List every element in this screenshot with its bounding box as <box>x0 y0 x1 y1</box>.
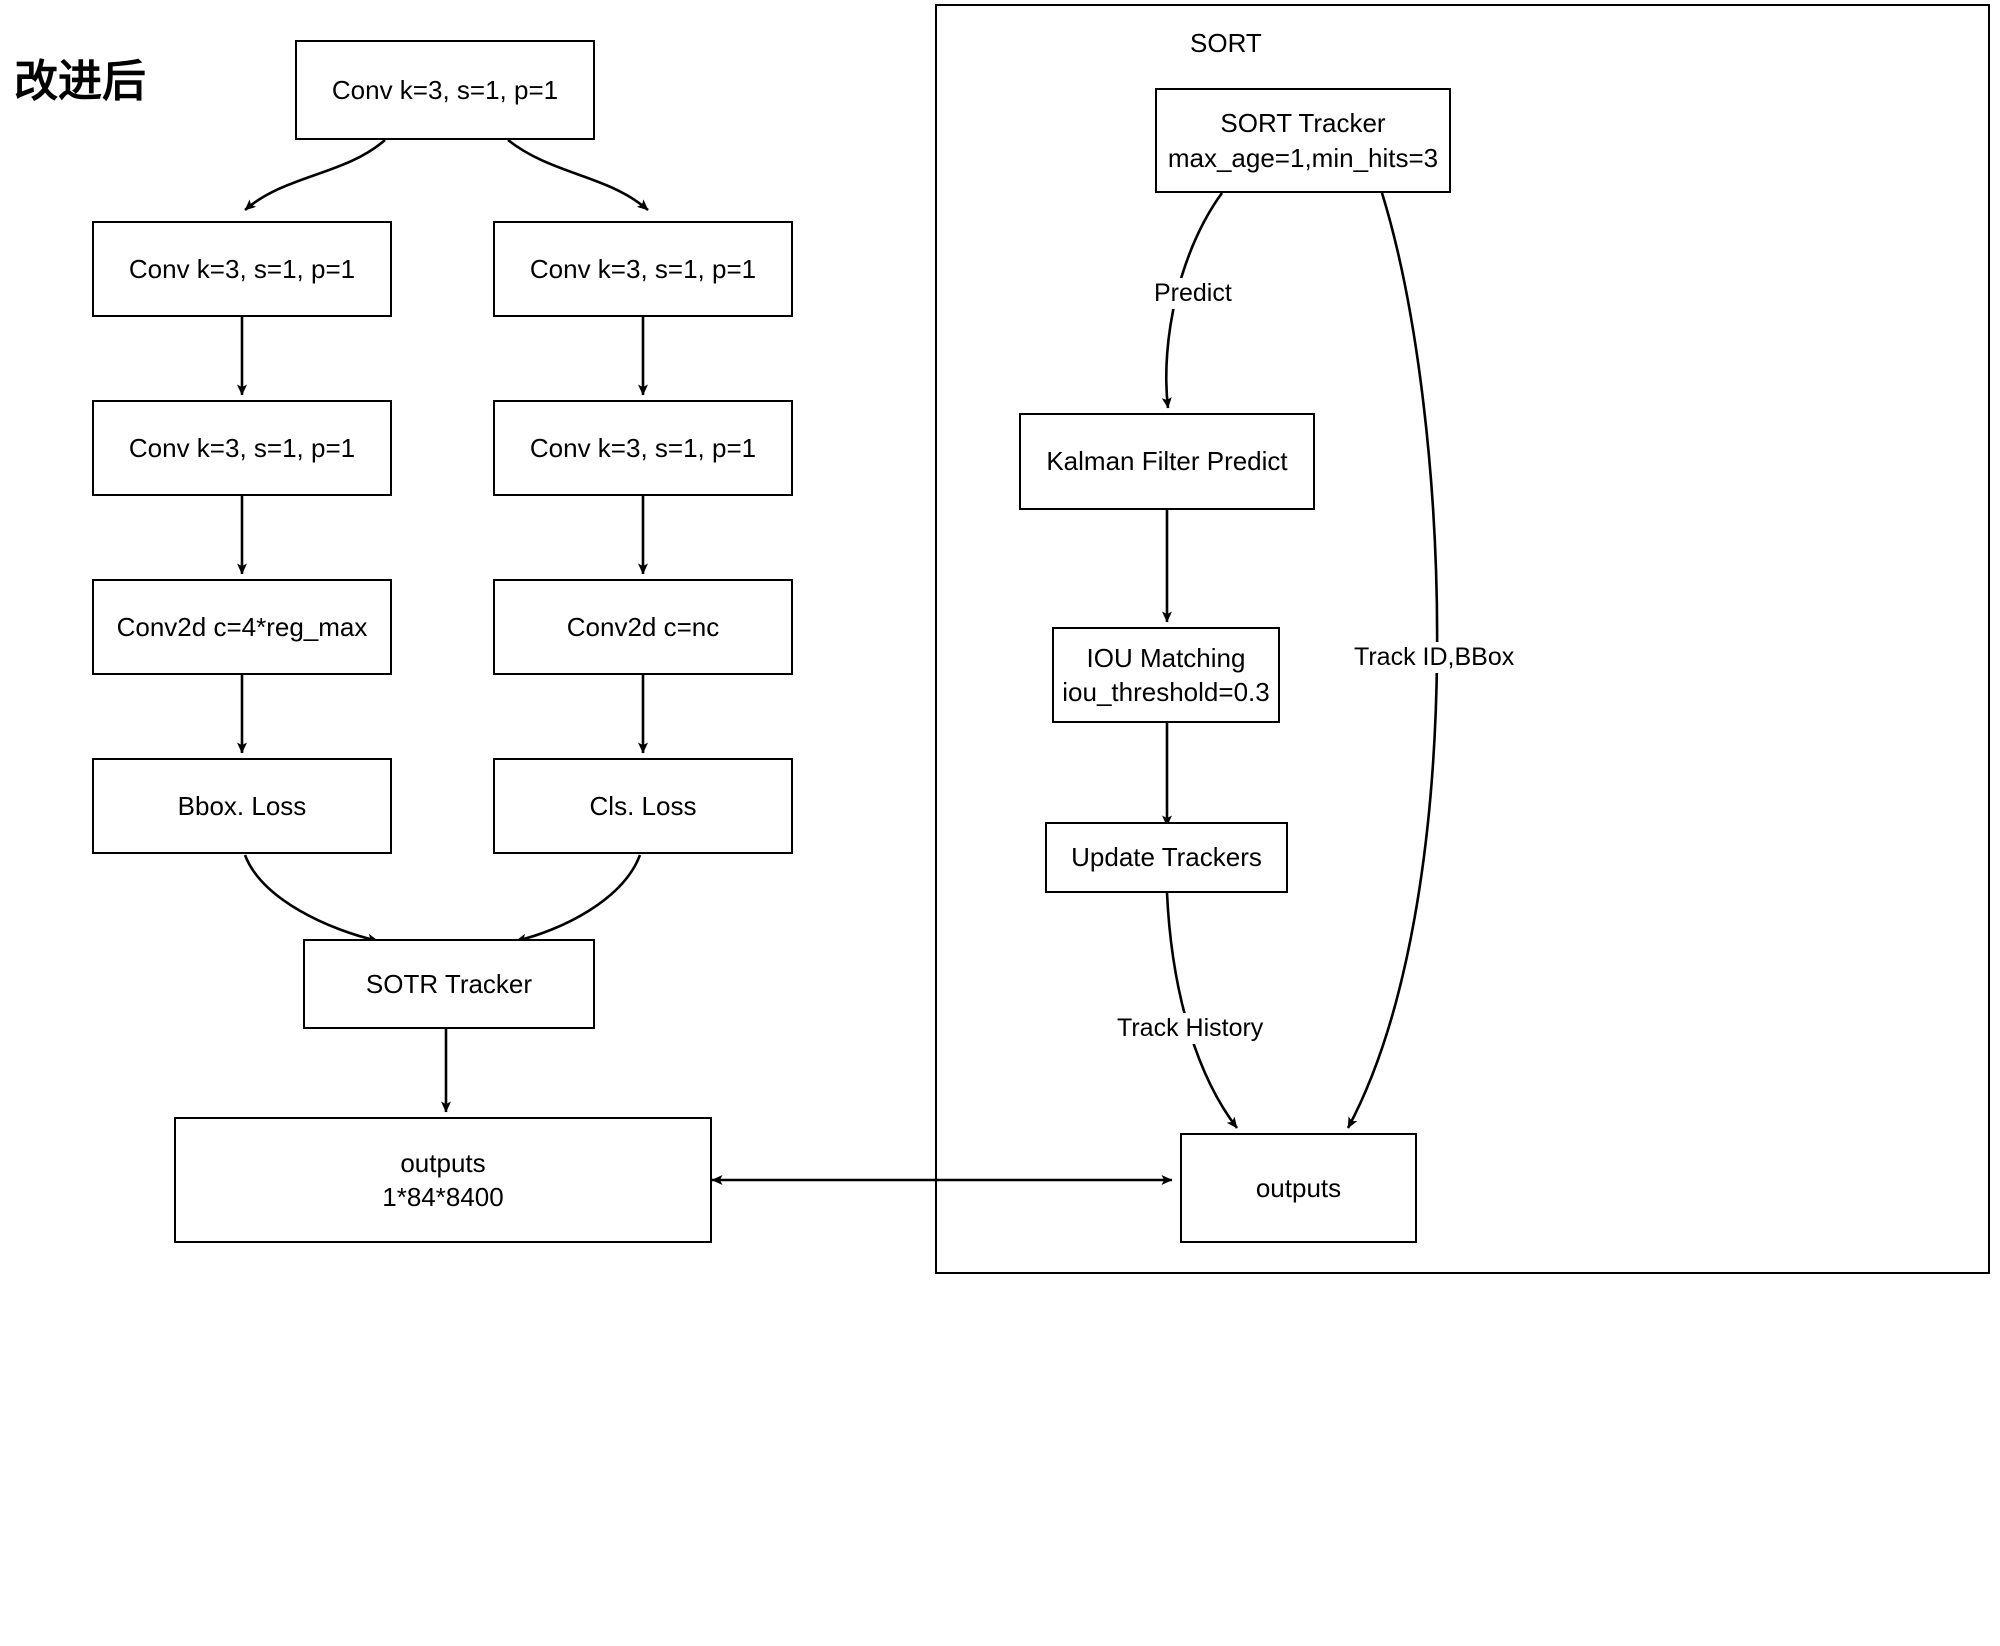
node-conv-right-1[interactable]: Conv k=3, s=1, p=1 <box>493 221 793 317</box>
node-sort-tracker[interactable]: SORT Tracker max_age=1,min_hits=3 <box>1155 88 1451 193</box>
node-bbox-loss[interactable]: Bbox. Loss <box>92 758 392 854</box>
node-conv2d-nc[interactable]: Conv2d c=nc <box>493 579 793 675</box>
node-conv-right-2[interactable]: Conv k=3, s=1, p=1 <box>493 400 793 496</box>
edge-label-predict: Predict <box>1150 278 1236 309</box>
node-conv-root[interactable]: Conv k=3, s=1, p=1 <box>295 40 595 140</box>
node-iou-matching[interactable]: IOU Matching iou_threshold=0.3 <box>1052 627 1280 723</box>
node-sotr-tracker[interactable]: SOTR Tracker <box>303 939 595 1029</box>
node-conv2d-reg-max[interactable]: Conv2d c=4*reg_max <box>92 579 392 675</box>
node-conv-left-2[interactable]: Conv k=3, s=1, p=1 <box>92 400 392 496</box>
sort-group-label: SORT <box>1190 28 1262 58</box>
node-outputs-left[interactable]: outputs 1*84*8400 <box>174 1117 712 1243</box>
edge-root-to-left <box>244 139 386 211</box>
edge-label-track-id-bbox: Track ID,BBox <box>1350 642 1519 673</box>
edge-label-track-history: Track History <box>1113 1013 1268 1044</box>
node-cls-loss[interactable]: Cls. Loss <box>493 758 793 854</box>
edge-root-to-right <box>507 138 649 211</box>
node-update-trackers[interactable]: Update Trackers <box>1045 822 1288 893</box>
node-conv-left-1[interactable]: Conv k=3, s=1, p=1 <box>92 221 392 317</box>
node-kalman-filter-predict[interactable]: Kalman Filter Predict <box>1019 413 1315 510</box>
edge-bboxloss-sotr <box>243 854 379 944</box>
sort-group-container <box>935 4 1990 1274</box>
node-outputs-right[interactable]: outputs <box>1180 1133 1417 1243</box>
edge-clsloss-sotr <box>515 854 642 944</box>
page-title: 改进后 <box>14 56 146 107</box>
